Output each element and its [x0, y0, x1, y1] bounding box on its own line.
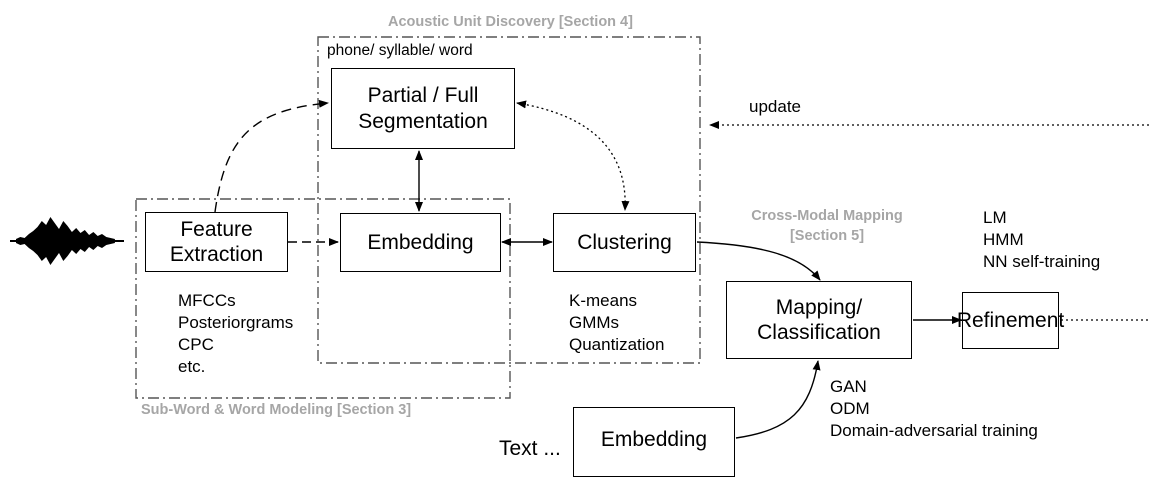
arrow-text-to-mapping — [735, 360, 821, 439]
mapping-classification-box: Mapping/ Classification — [726, 281, 912, 359]
clustering-methods-list: K-means GMMs Quantization — [569, 290, 664, 356]
embedding-label: Embedding — [367, 230, 474, 254]
mapping-methods-list: GAN ODM Domain-adversarial training — [830, 376, 1038, 442]
audio-waveform-icon — [10, 217, 124, 265]
arrow-features-to-segmentation — [214, 99, 329, 213]
update-label: update — [749, 97, 801, 116]
text-input-label: Text ... — [499, 437, 561, 460]
refinement-methods-item: NN self-training — [983, 252, 1101, 271]
clustering-label: Clustering — [577, 230, 672, 254]
cross-modal-mapping-line2: [Section 5] — [789, 228, 865, 244]
clustering-methods-item: Quantization — [569, 335, 665, 354]
segmentation-line2: Segmentation — [358, 109, 488, 133]
embedding-box: Embedding — [340, 213, 501, 272]
features-list-item: CPC — [178, 335, 214, 354]
features-list-item: Posteriorgrams — [178, 313, 294, 332]
feature-extraction-line2: Extraction — [169, 243, 264, 266]
segmentation-line1: Partial / Full — [367, 84, 479, 108]
diagram-canvas: Acoustic Unit Discovery [Section 4] phon… — [10, 14, 1149, 477]
arrow-segmentation-clustering — [516, 100, 630, 211]
features-list-item: etc. — [178, 357, 206, 376]
mapping-methods-item: ODM — [830, 399, 870, 418]
refinement-methods-list: LM HMM NN self-training — [983, 207, 1100, 273]
mapping-line2: Classification — [757, 321, 881, 344]
cross-modal-mapping-line1: Cross-Modal Mapping — [751, 208, 903, 224]
region-acoustic-unit-discovery — [317, 36, 701, 364]
mapping-methods-item: GAN — [830, 377, 867, 396]
feature-extraction-box: Feature Extraction — [145, 212, 288, 272]
segmentation-box: Partial / Full Segmentation — [331, 68, 515, 149]
mapping-line1: Mapping/ — [775, 295, 863, 319]
arrow-clustering-to-mapping — [696, 241, 821, 281]
cross-modal-mapping-title: Cross-Modal Mapping [Section 5] — [732, 206, 922, 246]
sub-word-modeling-title: Sub-Word & Word Modeling [Section 3] — [141, 402, 412, 418]
acoustic-unit-discovery-title: Acoustic Unit Discovery [Section 4] — [388, 14, 633, 30]
refinement-label: Refinement — [956, 308, 1065, 332]
refinement-box: Refinement — [957, 292, 1064, 349]
connector-layer — [10, 36, 1149, 439]
clustering-methods-item: GMMs — [569, 313, 620, 332]
region-sub-word-modeling — [135, 198, 511, 399]
feature-extraction-line1: Feature — [180, 217, 253, 241]
text-embedding-label: Embedding — [600, 428, 708, 452]
clustering-box: Clustering — [553, 213, 696, 272]
clustering-methods-item: K-means — [569, 291, 638, 310]
unit-levels-label: phone/ syllable/ word — [327, 42, 473, 59]
refinement-methods-item: LM — [983, 208, 1007, 227]
text-embedding-box: Embedding — [573, 407, 735, 477]
features-list-item: MFCCs — [178, 291, 236, 310]
mapping-methods-item: Domain-adversarial training — [830, 421, 1038, 440]
features-list: MFCCs Posteriorgrams CPC etc. — [178, 290, 293, 378]
refinement-methods-item: HMM — [983, 230, 1024, 249]
